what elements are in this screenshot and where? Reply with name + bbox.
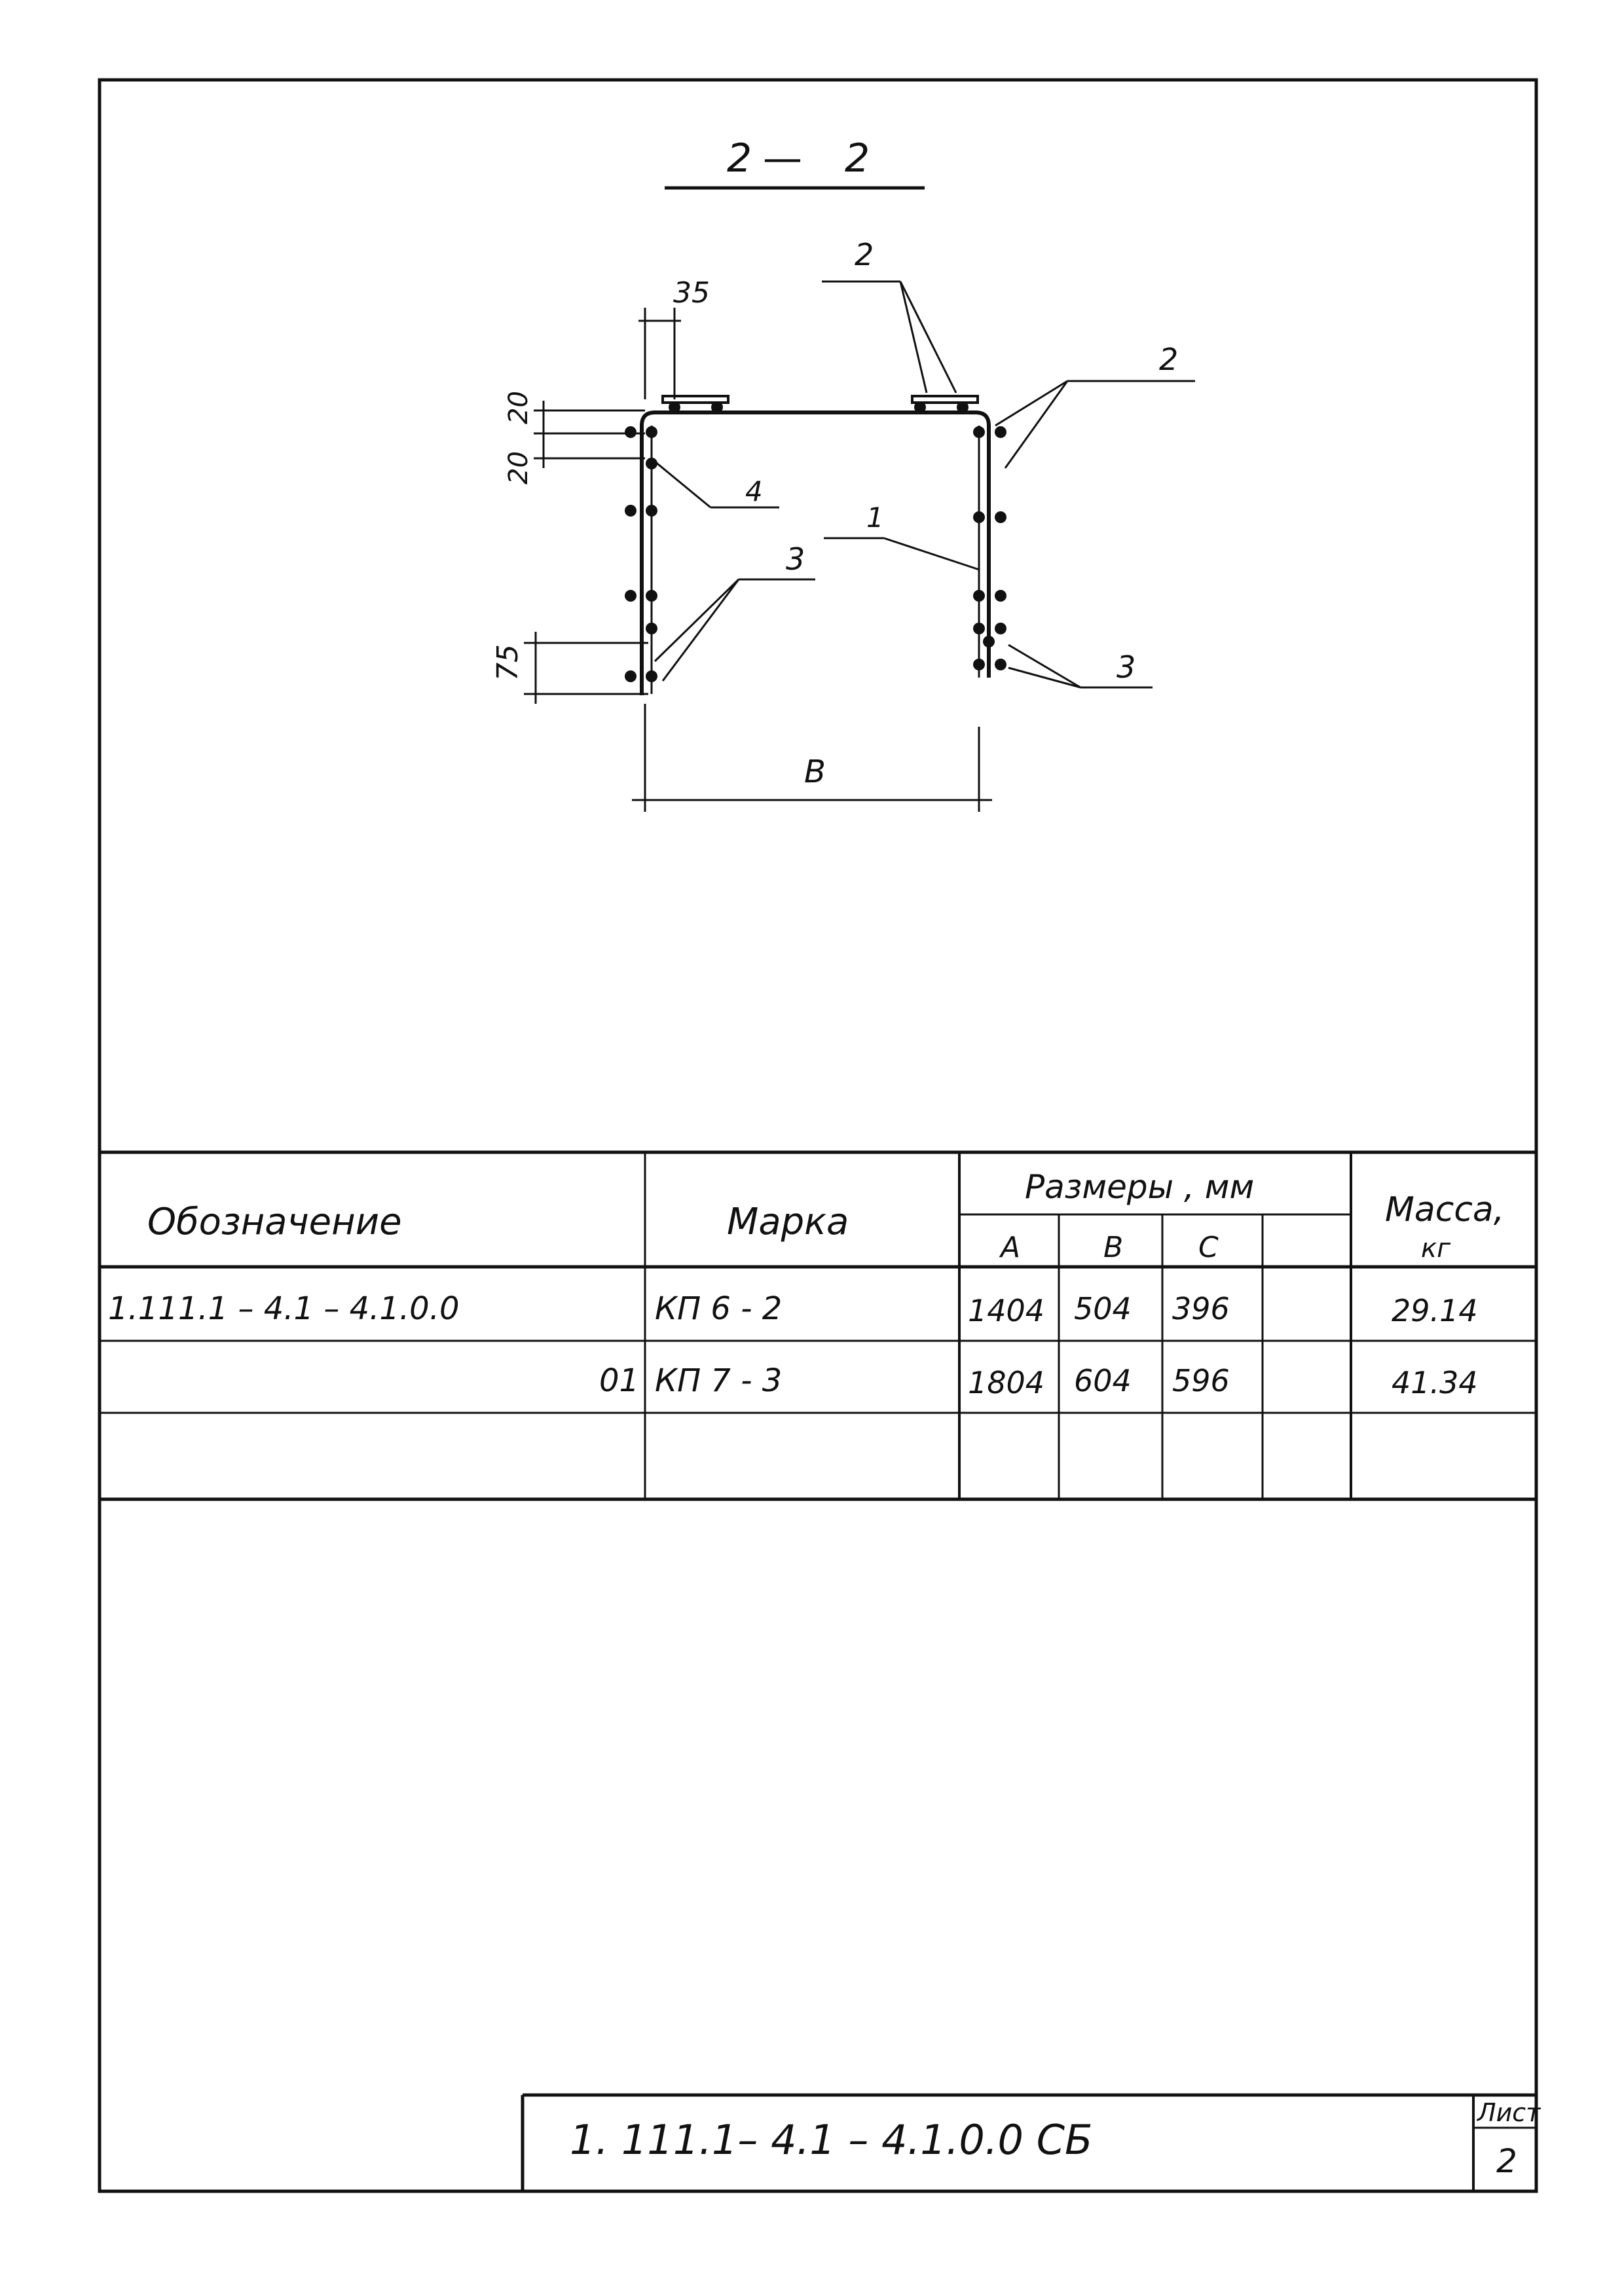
rebar-dot xyxy=(957,401,969,413)
table-header-mark: Марка xyxy=(727,1201,849,1243)
section-label-left: 2 xyxy=(727,136,752,181)
spec-table-text: Обозначение Марка Размеры , мм A B C Мас… xyxy=(108,1168,1504,1400)
dim-20-bottom: 20 xyxy=(504,451,534,484)
table-header-C: C xyxy=(1198,1231,1219,1264)
table-cell-mass: 41.34 xyxy=(1392,1365,1478,1400)
table-header-sizes: Размеры , мм xyxy=(1025,1168,1254,1206)
rebar-dot xyxy=(973,623,985,634)
rebar-dot xyxy=(914,401,926,413)
rebar-dot xyxy=(625,590,637,602)
title-block xyxy=(521,2093,1536,2191)
rebar-dot xyxy=(973,659,985,670)
table-header-mass: Масса, xyxy=(1385,1190,1504,1230)
callout-3-left: 3 xyxy=(786,541,805,577)
table-cell-mark: КП 7 - 3 xyxy=(655,1362,782,1399)
callout-2-right: 2 xyxy=(1159,342,1178,377)
dimension-labels: 35 20 20 75 B xyxy=(491,276,826,790)
rebar-dot xyxy=(625,505,637,517)
section-drawing xyxy=(640,395,991,695)
section-label-right: 2 xyxy=(845,136,870,181)
table-cell-mark: КП 6 - 2 xyxy=(655,1290,782,1327)
section-label-dash: — xyxy=(763,136,802,181)
dimension-lines xyxy=(524,308,992,812)
rebar-dot xyxy=(669,401,680,413)
sheet-frame xyxy=(98,78,1538,2193)
rebar-dot xyxy=(973,511,985,523)
table-header-designation: Обозначение xyxy=(147,1201,402,1243)
table-cell-B: 504 xyxy=(1074,1291,1132,1326)
callout-labels: 2 2 4 1 3 3 xyxy=(745,237,1178,685)
rebar-dot xyxy=(625,426,637,438)
cage-outline xyxy=(640,410,991,695)
top-plate-right xyxy=(911,395,979,404)
table-header-A: A xyxy=(999,1231,1020,1264)
table-cell-B: 604 xyxy=(1074,1363,1132,1398)
sheet-label: Лист xyxy=(1476,2098,1541,2127)
spec-table xyxy=(100,1150,1536,1501)
dim-B: B xyxy=(804,754,826,790)
table-cell-C: 596 xyxy=(1172,1363,1230,1398)
top-plate-left xyxy=(661,395,729,404)
rebar-dot xyxy=(973,426,985,438)
rebar-dot xyxy=(646,623,657,634)
table-cell-mass: 29.14 xyxy=(1392,1293,1478,1328)
sheet-number: 2 xyxy=(1496,2142,1517,2180)
table-cell-A: 1804 xyxy=(968,1365,1044,1400)
callout-3-right: 3 xyxy=(1116,649,1135,685)
dim-20-top: 20 xyxy=(504,391,534,424)
rebar-dot xyxy=(625,670,637,682)
rebar-dot xyxy=(973,590,985,602)
dim-35: 35 xyxy=(673,276,710,310)
callout-leaders xyxy=(654,280,1195,689)
table-cell-A: 1404 xyxy=(968,1293,1044,1328)
rebar-dot xyxy=(646,458,657,469)
rebar-dots xyxy=(625,401,1006,682)
rebar-dot xyxy=(711,401,723,413)
callout-2-top: 2 xyxy=(855,237,874,272)
callout-4: 4 xyxy=(745,475,763,507)
table-cell-designation: 1.111.1 – 4.1 – 4.1.0.0 xyxy=(108,1290,460,1327)
table-header-B: B xyxy=(1103,1231,1123,1264)
document-code: 1. 111.1– 4.1 – 4.1.0.0 СБ xyxy=(570,2116,1093,2164)
table-cell-designation: 01 xyxy=(599,1362,639,1399)
dim-75: 75 xyxy=(491,644,525,681)
table-header-mass-unit: кг xyxy=(1421,1233,1451,1264)
section-title: 2 — 2 xyxy=(665,136,925,190)
callout-1: 1 xyxy=(866,501,884,534)
table-cell-C: 396 xyxy=(1172,1291,1230,1326)
